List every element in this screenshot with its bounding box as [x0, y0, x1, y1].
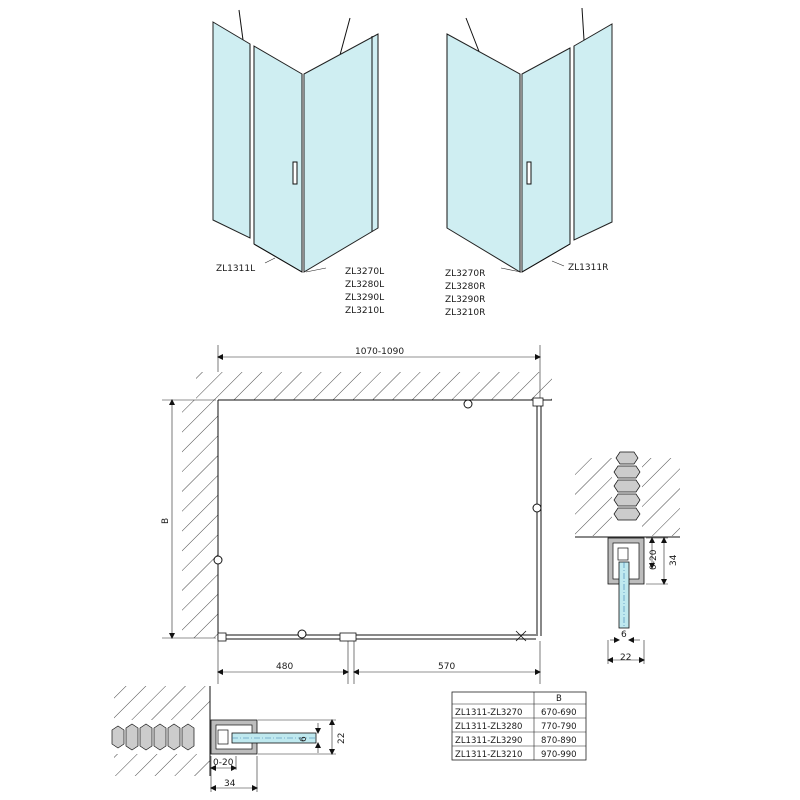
size-table: [451, 691, 587, 761]
left-panel-code-4: ZL3210L: [345, 306, 384, 316]
side-panel-left: [303, 33, 379, 273]
door-panel-left: [253, 45, 303, 273]
table-cell: ZL1311-ZL3210: [455, 750, 522, 760]
table-cell: ZL1311-ZL3290: [455, 736, 522, 746]
wall-profile-detail-bottom: [108, 686, 336, 792]
bottom-depth-label: 34: [224, 779, 236, 789]
right-enclosure-3d: [446, 7, 613, 273]
door-panel-right: [521, 47, 571, 273]
fixed-glass-left: [212, 21, 251, 239]
panel-width-label: 570: [438, 662, 455, 672]
door-handle-icon: [526, 161, 532, 185]
table-cell: 970-990: [541, 750, 577, 760]
fixed-glass-right: [573, 23, 613, 241]
side-panel-right: [446, 33, 521, 273]
top-wall: [218, 372, 552, 400]
left-panel-code-1: ZL3270L: [345, 267, 384, 277]
table-cell: ZL1311-ZL3270: [455, 708, 522, 718]
right-panel-code-1: ZL3270R: [445, 269, 485, 279]
door-handle-icon: [292, 161, 298, 185]
wall-profile-detail-right: [575, 451, 680, 664]
plan-view: [162, 345, 552, 684]
left-panel-code-3: ZL3290L: [345, 293, 384, 303]
door-width-label: 480: [276, 662, 293, 672]
table-cell: 770-790: [541, 722, 577, 732]
bottom-glass-label: 6: [299, 736, 309, 742]
right-door-code: ZL1311R: [568, 263, 608, 273]
right-depth-label: 34: [669, 554, 679, 566]
table-cell: ZL1311-ZL3280: [455, 722, 522, 732]
bottom-adjust-label: 0-20: [213, 758, 234, 768]
table-header-b: B: [556, 694, 562, 704]
plan-depth-label: B: [161, 518, 171, 524]
right-panel-code-3: ZL3290R: [445, 295, 485, 305]
left-wall: [182, 400, 218, 638]
right-glass-label: 6: [621, 630, 627, 640]
right-panel-code-4: ZL3210R: [445, 308, 485, 318]
right-profile-label: 22: [620, 653, 631, 663]
table-cell: 670-690: [541, 708, 577, 718]
table-cell: 870-890: [541, 736, 577, 746]
left-panel-code-2: ZL3280L: [345, 280, 384, 290]
plan-width-label: 1070-1090: [355, 347, 404, 357]
right-panel-code-2: ZL3280R: [445, 282, 485, 292]
bottom-profile-label: 22: [337, 733, 347, 744]
left-enclosure-3d: [212, 9, 379, 273]
right-adjust-label: 0-20: [649, 549, 659, 570]
left-door-code: ZL1311L: [216, 264, 255, 274]
